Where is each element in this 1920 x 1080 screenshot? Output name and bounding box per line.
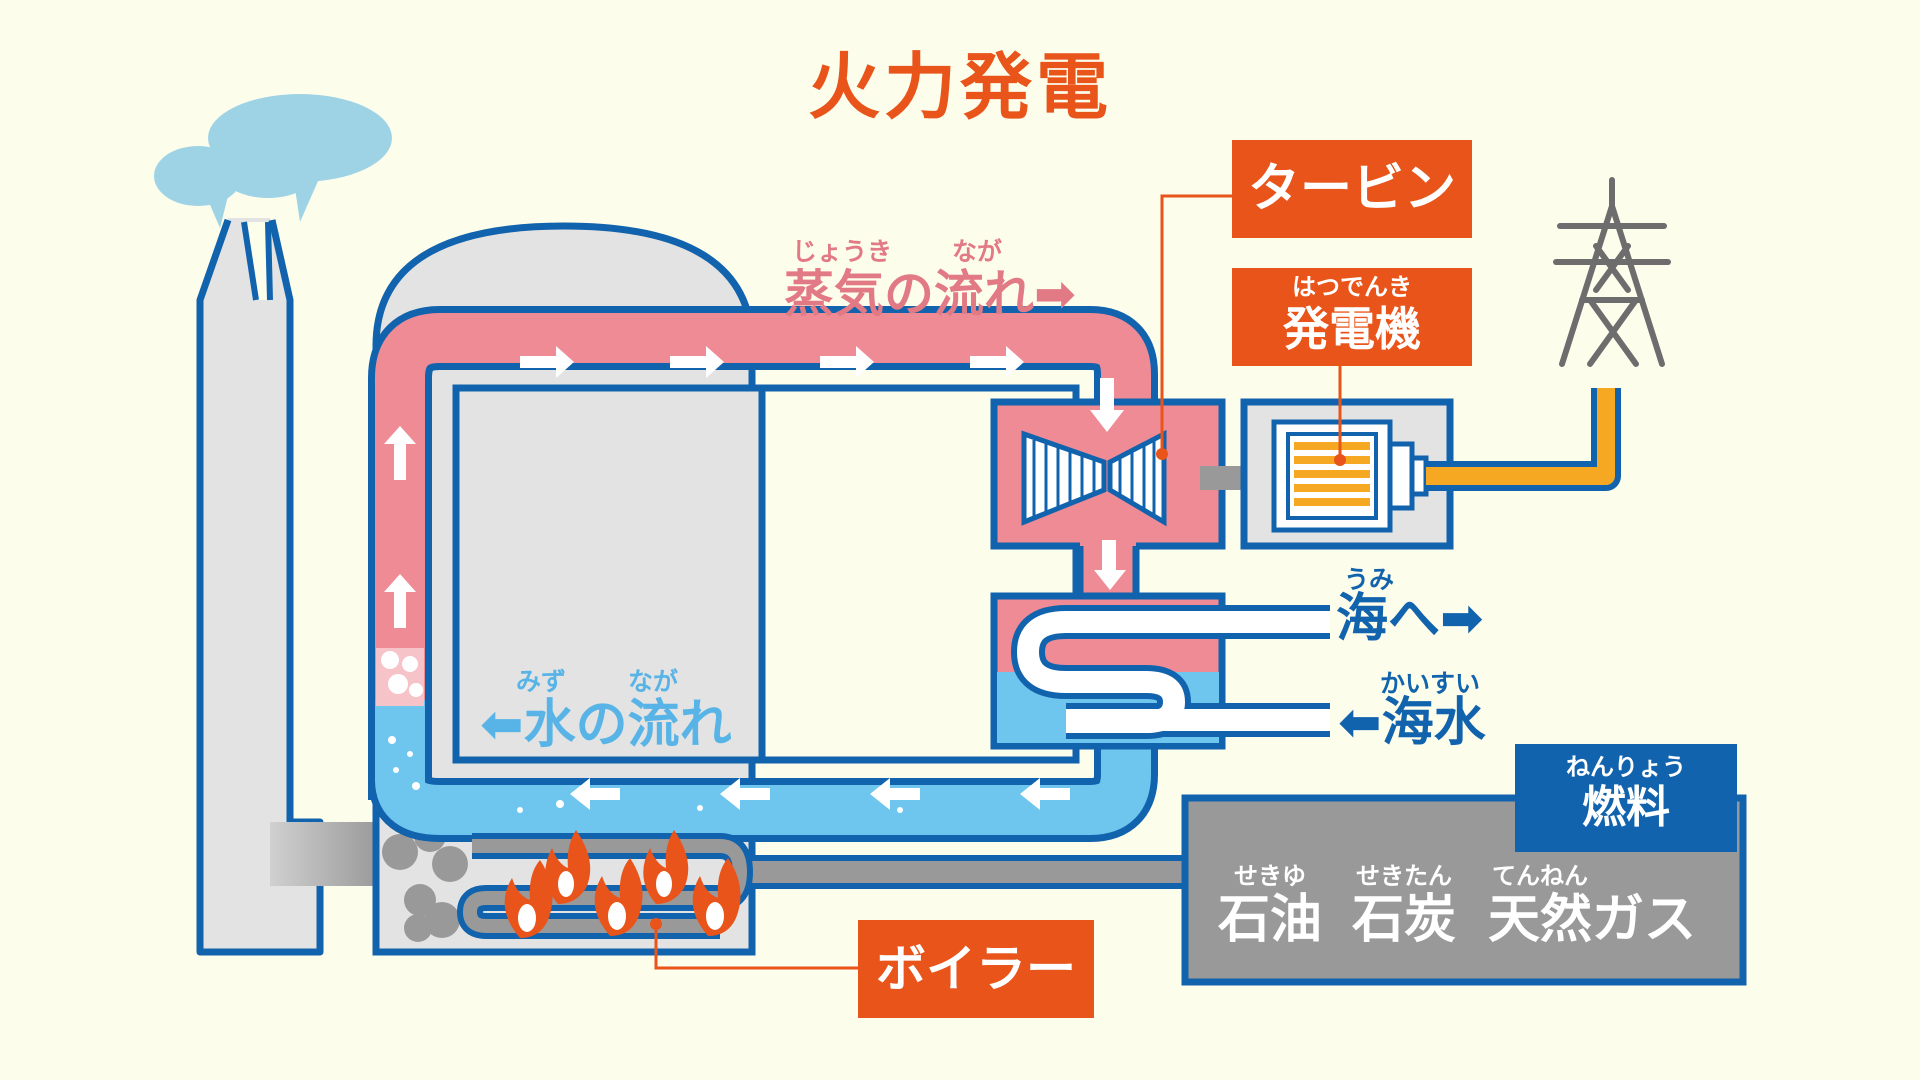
fuel-label: ねんりょう 燃料 [1515,744,1737,852]
fuel-item-ruby: せきたん [1356,862,1452,890]
leader-lines [654,194,1342,970]
steam-flow-label: じょうき なが 蒸気の流れ➡ [784,232,1076,322]
to-sea-ruby: うみ [1344,565,1395,594]
turbine-icon [1021,429,1167,527]
steam-flow-text: 蒸気の流れ➡ [784,265,1076,323]
seawater-ruby: かいすい [1380,669,1481,698]
turbine-neck-edge [1076,546,1140,596]
fuel-item-oil: せきゆ 石油 [1218,862,1322,950]
seawater-text: ⬅海水 [1338,693,1486,753]
water-flow-text: ⬅水の流れ [480,695,732,755]
boiler-label: ボイラー [858,920,1094,1018]
seawater-label: かいすい ⬅海水 [1338,664,1486,752]
water-ruby-1: みず [516,667,567,696]
to-sea-text: 海へ➡ [1336,589,1484,649]
fuel-item-text: 石油 [1218,890,1323,950]
flame-icon [504,830,741,938]
to-sea-label: うみ 海へ➡ [1336,560,1484,648]
water-pipe [375,700,1151,835]
fuel-item-ruby: てんねん [1492,862,1588,890]
water-ruby-2: なが [628,667,679,696]
leader-dots [650,448,1346,930]
generator-label: はつでんき 発電機 [1232,268,1472,366]
turbine-label: タービン [1232,140,1472,238]
water-arrows [570,778,1070,810]
cloud-icon [154,94,392,228]
steam-pipe [375,313,1151,800]
chimney-edge [241,221,259,301]
steam-ruby-1: じょうき [792,237,893,266]
steam-arrows [384,346,1126,628]
fuel-item-text: 天然ガス [1488,890,1697,950]
bubbles [381,651,903,813]
fuel-item-text: 石炭 [1352,890,1457,950]
generator-ruby: はつでんき [1292,273,1412,301]
page-title: 火力発電 [807,45,1112,129]
loop-inner-building [452,384,766,764]
generator-text: 発電機 [1283,302,1421,356]
chimney-edge [265,221,273,301]
fuel-ruby: ねんりょう [1566,753,1686,781]
fuel-text: 燃料 [1582,782,1670,833]
power-wire [1426,388,1615,485]
generator-icon [1240,398,1454,550]
chimney-icon [196,218,324,956]
chimney-gap [244,222,270,300]
fuel-item-gas: てんねん 天然ガス [1488,862,1696,950]
steam-ruby-2: なが [952,237,1003,266]
water-flow-label: みず なが ⬅水の流れ [480,662,732,754]
fuel-item-coal: せきたん 石炭 [1352,862,1456,950]
fuel-item-ruby: せきゆ [1234,862,1306,890]
condenser-icon [990,592,1330,750]
power-tower-icon [1553,177,1671,367]
